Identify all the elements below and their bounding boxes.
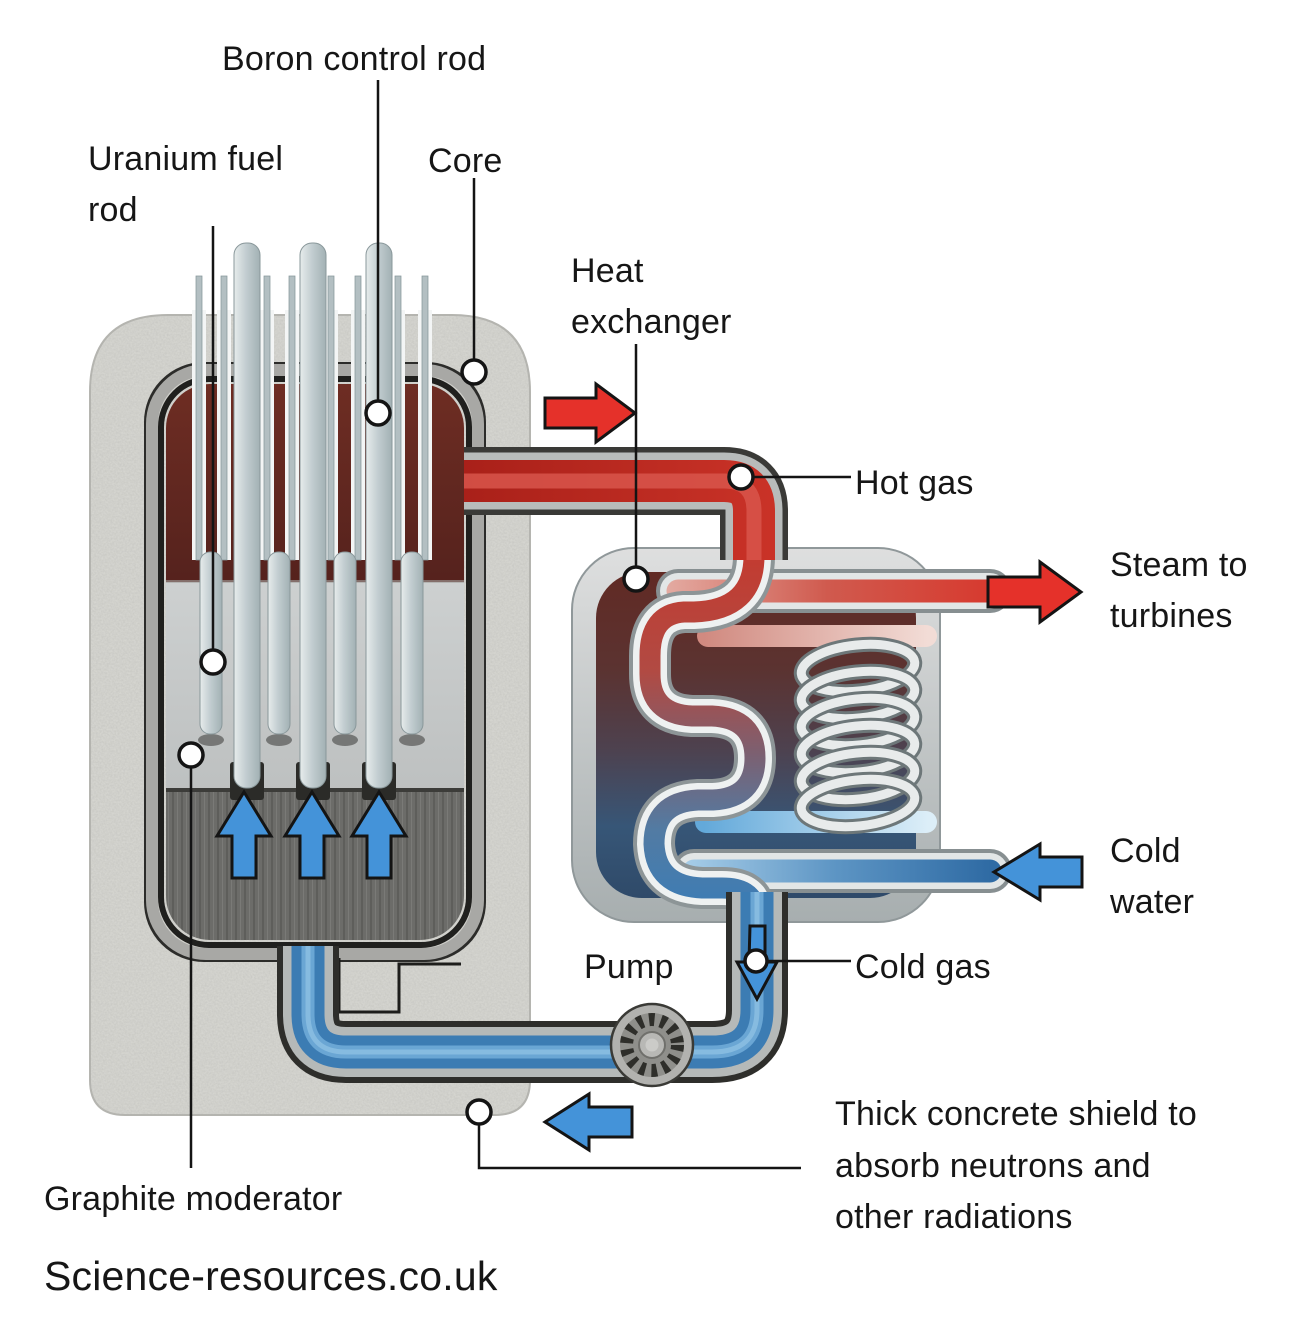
label-cold-water: Cold water [1110,832,1195,921]
thin-guide-rods [195,275,429,561]
label-concrete-shield: Thick concrete shield to absorb neutrons… [835,1095,1197,1237]
marker-graphite [177,741,205,769]
label-pump: Pump [584,948,674,986]
marker-boron [364,399,392,427]
core-coolant-up-arrows [214,789,409,880]
coolant-return-left-arrow-icon [542,1091,634,1153]
label-steam-to-turbines: Steam to turbines [1110,546,1248,635]
label-boron-control-rod: Boron control rod [222,40,487,78]
up-arrow-icon [282,789,342,880]
cold-water-left-arrow-icon [991,841,1084,903]
fuel-rod-shadows [198,734,425,746]
marker-cold-gas [743,948,769,974]
label-graphite-moderator: Graphite moderator [44,1180,343,1218]
leader-lines [189,80,851,1170]
marker-core [460,358,488,386]
marker-heat-exchanger [622,565,650,593]
gas-s-pipe [629,527,777,951]
watermark-text: Science-resources.co.uk [44,1253,498,1299]
marker-uranium [199,648,227,676]
uranium-fuel-rods [199,551,424,735]
label-cold-gas: Cold gas [855,948,991,986]
steam-right-arrow-icon [986,559,1084,625]
boron-control-rods [233,242,393,789]
concrete-leader [477,1124,801,1170]
label-core: Core [428,142,503,180]
hot-gas-right-arrow-icon [543,381,638,445]
label-hot-gas: Hot gas [855,464,974,502]
up-arrow-icon [349,789,409,880]
label-uranium-fuel-rod: Uranium fuel rod [88,140,284,229]
heat-exchanger-coil [793,636,923,835]
heat-exchanger-body [571,527,1012,951]
marker-hot-gas [727,463,755,491]
pump-wheel [609,1002,695,1088]
cold-gas-return-pipe [277,892,788,1083]
label-heat-exchanger: Heat exchanger [571,252,732,341]
reactor-vessel [89,242,531,1116]
marker-concrete [465,1098,493,1126]
leader-markers [177,358,769,1126]
up-arrow-icon [214,789,274,880]
